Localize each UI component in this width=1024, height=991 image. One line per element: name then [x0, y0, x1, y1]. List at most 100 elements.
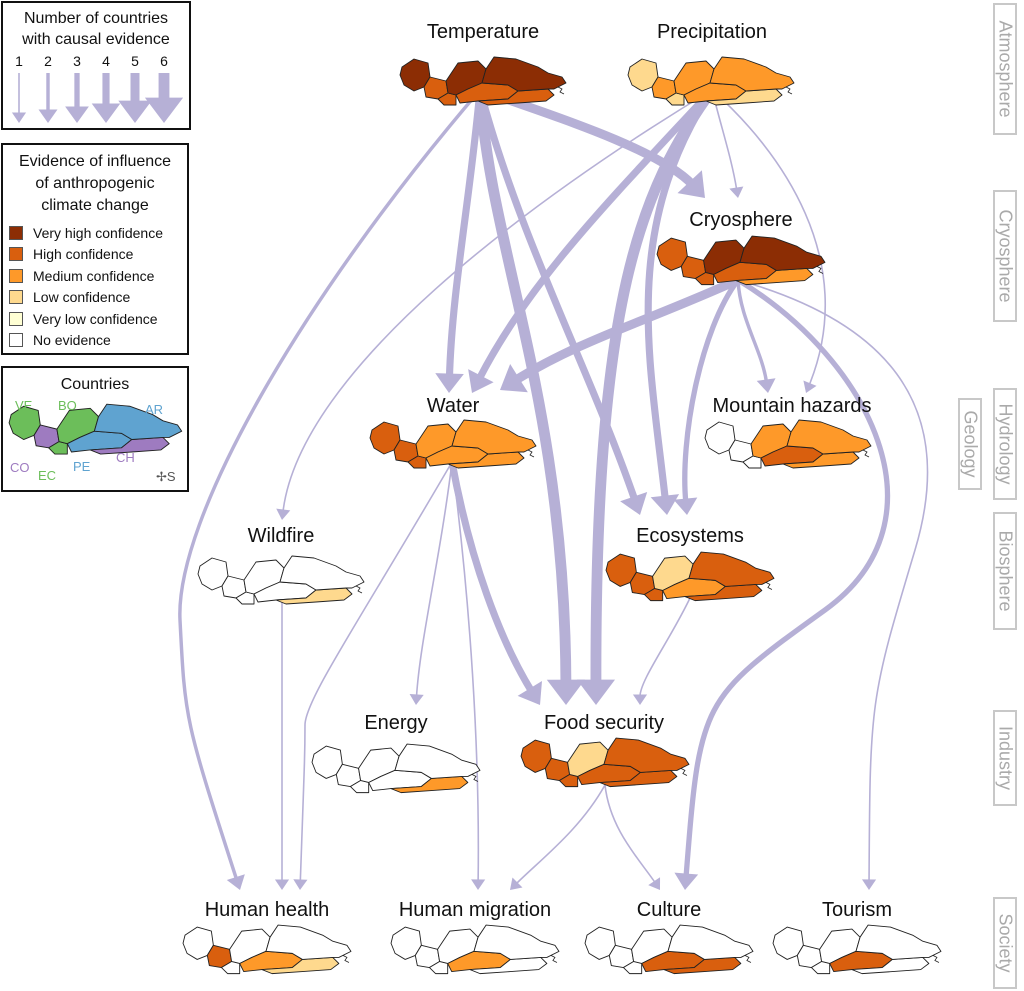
- map-region: [265, 924, 352, 960]
- legend-conf-label: Low confidence: [33, 289, 131, 305]
- map-coast-detail: [550, 955, 558, 963]
- legend-swatch: [9, 247, 23, 261]
- node-label-mountain-hazards: Mountain hazards: [712, 395, 872, 417]
- map-region: [739, 235, 826, 271]
- legend-arrow-head: [11, 112, 27, 123]
- map-wildfire: [197, 555, 365, 605]
- map-region: [851, 956, 930, 975]
- legend-arrow-num: 4: [102, 53, 110, 69]
- south-label: S: [166, 469, 176, 484]
- legend-arrow-num: 5: [131, 53, 139, 69]
- legend-conf-label: No evidence: [33, 332, 111, 348]
- map-coast-detail: [932, 955, 940, 963]
- legend-arrow-head: [144, 97, 184, 123]
- node-label-ecosystems: Ecosystems: [636, 525, 744, 547]
- legend-conf-row: Medium confidence: [9, 265, 154, 286]
- edge-temperature-to-ecosystems: [476, 86, 639, 504]
- map-region: [235, 591, 255, 605]
- country-label-ec: EC: [38, 468, 57, 483]
- map-region: [644, 588, 664, 602]
- legend-swatch: [9, 268, 23, 283]
- legend-arrow-num: 3: [73, 53, 81, 69]
- edge-cryosphere-to-ecosystems: [682, 277, 741, 505]
- map-ecosystems: [605, 551, 775, 602]
- arrowhead-ecosystems-to-food_security: [632, 694, 648, 705]
- map-energy: [311, 743, 481, 794]
- legend-swatch: [9, 225, 23, 240]
- edge-water-to-food_security: [448, 458, 536, 696]
- side-label-biosphere: Biosphere: [993, 512, 1017, 630]
- map-coast-detail: [862, 449, 870, 458]
- edge-temperature-to-food_security: [474, 84, 572, 691]
- arrowhead-temperature-to-human_health: [226, 874, 245, 890]
- legend-arrow-title-2: with causal evidence: [22, 31, 170, 48]
- edge-precipitation-to-food_security: [590, 84, 718, 691]
- map-food_security: [520, 737, 690, 788]
- node-label-tourism: Tourism: [821, 899, 893, 921]
- map-region: [735, 267, 814, 286]
- map-region: [709, 56, 795, 92]
- map-region: [350, 780, 370, 794]
- country-label-ch: CH: [116, 450, 135, 465]
- edge-food_security-to-culture: [604, 784, 657, 884]
- country-shape: [93, 403, 183, 440]
- arrowhead-water-to-human_health: [293, 879, 308, 890]
- map-region: [811, 961, 831, 975]
- legend-conf-row: No evidence: [9, 330, 111, 351]
- edge-ecosystems-to-food_security: [639, 597, 691, 698]
- map-culture: [584, 924, 754, 975]
- map-region: [705, 88, 783, 106]
- arrowhead-food_security-to-human_migration: [510, 877, 523, 890]
- side-label-text: Hydrology: [995, 403, 1016, 485]
- legend-conf-title-2: of anthropogenic: [35, 175, 155, 192]
- map-region: [261, 956, 340, 975]
- arrowhead-precipitation-to-food_security: [576, 679, 616, 705]
- country-label-co: CO: [10, 460, 30, 475]
- map-temperature: [399, 56, 567, 106]
- arrowhead-precipitation-to-cryosphere: [729, 186, 744, 198]
- map-coast-detail: [785, 86, 793, 95]
- side-label-text: Atmosphere: [995, 20, 1016, 118]
- map-region: [447, 451, 525, 469]
- map-region: [603, 737, 690, 773]
- arrowhead-temperature-to-water: [435, 373, 464, 393]
- countries-map: [8, 403, 183, 455]
- map-region: [437, 92, 457, 106]
- arrowhead-cryosphere-to-mountain_hazards: [756, 378, 776, 393]
- compass-icon: ✢: [156, 469, 167, 484]
- node-label-energy: Energy: [364, 712, 428, 734]
- map-region: [667, 924, 754, 960]
- edge-water-to-human_migration: [451, 461, 480, 883]
- legend-confidence: Evidence of influence of anthropogenic c…: [1, 143, 189, 355]
- arrowhead-cryosphere-to-water: [500, 363, 528, 393]
- edge-temperature-to-water: [445, 86, 484, 382]
- node-label-human-health: Human health: [204, 899, 330, 921]
- edge-cryosphere-to-water: [510, 275, 743, 386]
- map-region: [390, 775, 469, 794]
- node-label-human-migration: Human migration: [398, 899, 552, 921]
- legend-arrow-width: Number of countries with causal evidence…: [1, 1, 191, 130]
- side-label-text: Cryosphere: [995, 209, 1016, 303]
- legend-countries-title: Countries: [60, 376, 130, 393]
- map-region: [279, 555, 365, 591]
- legend-arrow-head: [118, 100, 152, 123]
- legend-arrow-samples: [11, 73, 184, 123]
- legend-conf-title-1: Evidence of influence: [18, 153, 172, 170]
- map-region: [663, 956, 742, 975]
- map-coast-detail: [557, 86, 565, 95]
- node-label-wildfire: Wildfire: [247, 525, 315, 547]
- legend-conf-row: Very low confidence: [9, 308, 158, 329]
- map-region: [684, 583, 763, 602]
- side-label-text: Society: [995, 913, 1016, 973]
- country-shape: [48, 441, 68, 455]
- edge-precipitation-to-mountain_hazards: [711, 89, 826, 386]
- arrowhead-cryosphere-to-tourism: [861, 879, 877, 890]
- side-label-cryosphere: Cryosphere: [993, 190, 1017, 322]
- map-coast-detail: [744, 955, 752, 963]
- legend-countries: Countries VE BO AR CO EC PE CH ✢S: [1, 366, 189, 492]
- node-label-temperature: Temperature: [426, 21, 540, 43]
- arrowhead-precipitation-to-water: [468, 369, 494, 393]
- side-label-text: Geology: [960, 410, 981, 478]
- arrowhead-temperature-to-food_security: [546, 679, 586, 705]
